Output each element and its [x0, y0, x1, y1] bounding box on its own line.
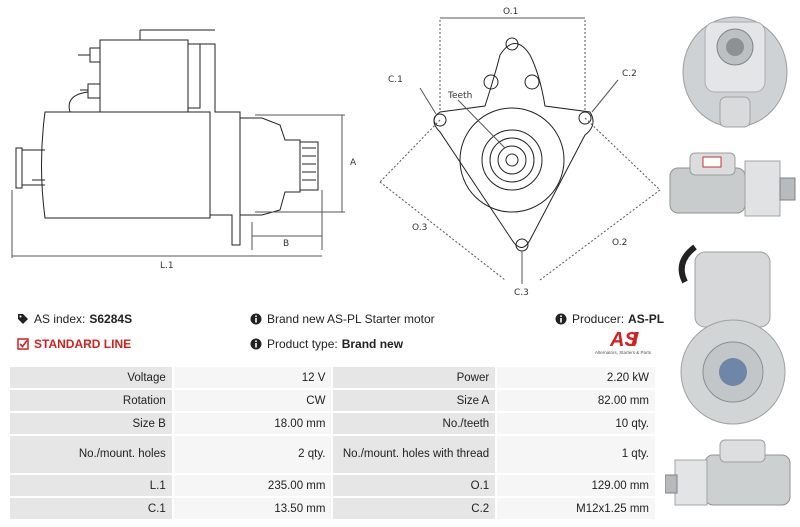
description-text: Brand new AS-PL Starter motor	[267, 312, 435, 326]
as-index-row: AS index: S6284S	[17, 312, 132, 326]
product-type-row: Product type: Brand new	[250, 337, 403, 351]
standard-line-label: STANDARD LINE	[34, 337, 132, 351]
spec-value: 13.50 mm	[173, 498, 332, 519]
dim-label-teeth: Teeth	[447, 91, 472, 101]
product-type-label: Product type:	[267, 337, 338, 351]
spec-value: 2.20 kW	[497, 367, 655, 388]
spec-label: Size A	[333, 390, 496, 411]
pinion-side	[299, 141, 319, 191]
table-row: Voltage 12 V Power 2.20 kW	[10, 367, 655, 388]
dim-label-l1: L.1	[160, 261, 174, 271]
spec-value: 1 qty.	[497, 436, 655, 473]
spec-value: 2 qty.	[173, 436, 332, 473]
spec-value: M12x1.25 mm	[497, 498, 655, 519]
table-row: Rotation CW Size A 82.00 mm	[10, 390, 655, 411]
dim-label-o2: O.2	[612, 238, 627, 248]
spec-value: 129.00 mm	[497, 475, 655, 496]
product-info: AS index: S6284S STANDARD LINE Brand new…	[0, 308, 665, 360]
table-row: L.1 235.00 mm O.1 129.00 mm	[10, 475, 655, 496]
solenoid-side	[99, 39, 189, 113]
dim-label-c2: C.2	[622, 69, 637, 79]
spec-value: 235.00 mm	[173, 475, 332, 496]
standard-line-row: STANDARD LINE	[17, 337, 131, 351]
pinion-front	[481, 129, 543, 191]
flange-front	[433, 43, 594, 248]
dim-label-c3: C.3	[514, 288, 529, 298]
brand-tagline: Alternators, Starters & Parts	[594, 350, 652, 355]
spec-label: Size B	[10, 413, 172, 434]
product-photos	[665, 0, 800, 527]
spec-label: No./mount. holes with thread	[333, 436, 496, 473]
producer-value: AS-PL	[628, 312, 665, 326]
info-icon	[555, 313, 567, 325]
dim-label-c1: C.1	[388, 75, 403, 85]
info-icon	[250, 338, 262, 350]
brand-logo: AS Alternators, Starters & Parts	[588, 328, 658, 360]
dim-label-o3: O.3	[412, 223, 427, 233]
producer-label: Producer:	[572, 312, 625, 326]
spec-label: Voltage	[10, 367, 172, 388]
photo-side-view[interactable]	[665, 143, 800, 228]
checkbox-checked-icon	[17, 338, 29, 350]
spec-label: No./mount. holes	[10, 436, 172, 473]
spec-label: C.2	[333, 498, 496, 519]
spec-value: CW	[173, 390, 332, 411]
photo-rear-view[interactable]	[665, 232, 800, 427]
spec-label: Rotation	[10, 390, 172, 411]
photo-front-view[interactable]	[665, 2, 800, 142]
spec-value: 12 V	[173, 367, 332, 388]
spec-value: 18.00 mm	[173, 413, 332, 434]
technical-drawing: O.1 C.1 C.2 C.3 O.2 O.3 Teeth A B L.1	[0, 0, 665, 300]
info-icon	[250, 313, 262, 325]
description-row: Brand new AS-PL Starter motor	[250, 312, 435, 326]
dim-label-a: A	[350, 158, 357, 168]
spec-label: Power	[333, 367, 496, 388]
specs-table: Voltage 12 V Power 2.20 kW Rotation CW S…	[8, 365, 657, 521]
product-type-value: Brand new	[341, 337, 404, 351]
producer-row: Producer: AS-PL	[555, 312, 664, 326]
starter-drawing-svg: O.1 C.1 C.2 C.3 O.2 O.3 Teeth A B L.1	[11, 7, 661, 298]
spec-label: C.1	[10, 498, 172, 519]
tag-icon	[18, 314, 28, 324]
spec-value: 82.00 mm	[497, 390, 655, 411]
motor-body-side	[41, 111, 211, 219]
table-row: C.1 13.50 mm C.2 M12x1.25 mm	[10, 498, 655, 519]
table-row: No./mount. holes 2 qty. No./mount. holes…	[10, 436, 655, 473]
spec-label: L.1	[10, 475, 172, 496]
spec-value: 10 qty.	[497, 413, 655, 434]
table-row: Size B 18.00 mm No./teeth 10 qty.	[10, 413, 655, 434]
as-pl-logo-icon: AS	[609, 329, 639, 351]
as-index-label: AS index:	[34, 312, 86, 326]
photo-angle-view[interactable]	[665, 430, 800, 525]
dim-label-o1: O.1	[503, 7, 518, 17]
dim-label-b: B	[283, 239, 289, 249]
spec-label: O.1	[333, 475, 496, 496]
svg-text:AS: AS	[609, 329, 638, 350]
spec-label: No./teeth	[333, 413, 496, 434]
as-index-value: S6284S	[89, 312, 133, 326]
